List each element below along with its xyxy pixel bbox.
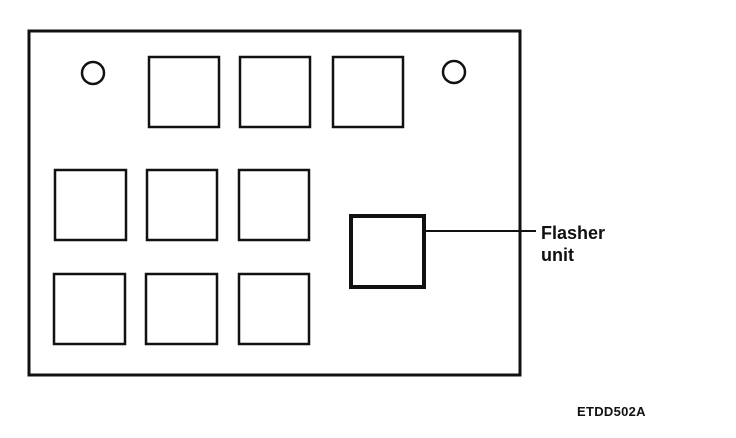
relay-slot xyxy=(147,55,221,129)
relay-slot xyxy=(144,272,219,346)
mounting-hole-right xyxy=(441,59,467,85)
flasher-unit-label-line2: unit xyxy=(541,245,574,265)
flasher-unit xyxy=(349,214,426,289)
relay-slot xyxy=(238,55,312,129)
figure-code: ETDD502A xyxy=(577,404,646,419)
flasher-unit-label: Flasher unit xyxy=(541,222,605,266)
flasher-unit-label-line1: Flasher xyxy=(541,223,606,243)
relay-slot xyxy=(53,168,128,242)
relay-panel-outline xyxy=(27,29,522,377)
relay-slot xyxy=(52,272,127,346)
relay-slot xyxy=(237,272,311,346)
relay-slot xyxy=(237,168,311,242)
relay-slot xyxy=(331,55,405,129)
mounting-hole-left xyxy=(80,60,106,86)
relay-slot xyxy=(145,168,219,242)
